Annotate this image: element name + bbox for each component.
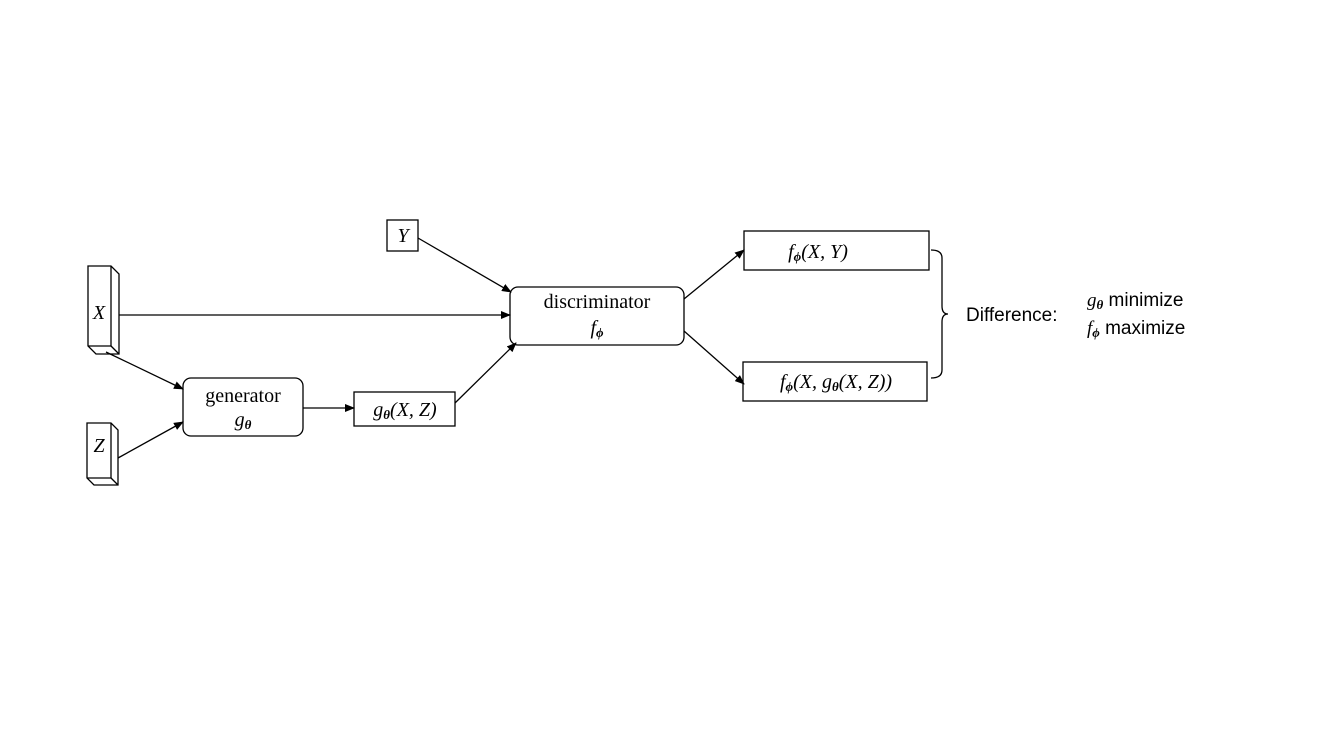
edge-y-to-discriminator — [417, 237, 512, 293]
input-z-block: Z — [86, 422, 119, 486]
input-x-label: X — [92, 302, 106, 324]
discriminator-objective: fϕ maximize — [1087, 318, 1185, 340]
generated-sample-node: gθ(X, Z) — [353, 391, 456, 427]
generator-label: generator — [205, 385, 281, 407]
difference-brace — [930, 249, 949, 379]
output-real-node: fϕ(X, Y) — [743, 230, 930, 271]
edge-discriminator-to-real — [683, 249, 745, 300]
input-z-label: Z — [93, 435, 105, 457]
edge-x-to-generator — [105, 351, 184, 390]
output-fake-label: fϕ(X, gθ(X, Z)) — [780, 371, 892, 394]
difference-label: Difference: — [966, 305, 1058, 326]
output-fake-node: fϕ(X, gθ(X, Z)) — [742, 361, 928, 402]
edge-discriminator-to-fake — [683, 330, 745, 385]
generator-objective: gθ minimize — [1087, 290, 1183, 312]
input-x-block: X — [87, 265, 120, 355]
edge-sample-to-discriminator — [454, 342, 517, 404]
edge-z-to-generator — [117, 421, 184, 459]
output-real-label: fϕ(X, Y) — [788, 241, 848, 264]
input-y-label: Y — [397, 225, 410, 247]
discriminator-node: discriminator fϕ — [509, 286, 685, 346]
generator-symbol: gθ — [235, 409, 252, 432]
discriminator-label: discriminator — [544, 291, 651, 313]
generated-sample-label: gθ(X, Z) — [373, 399, 437, 422]
input-y-block: Y — [386, 219, 419, 252]
generator-node: generator gθ — [182, 377, 304, 437]
discriminator-symbol: fϕ — [590, 317, 604, 340]
